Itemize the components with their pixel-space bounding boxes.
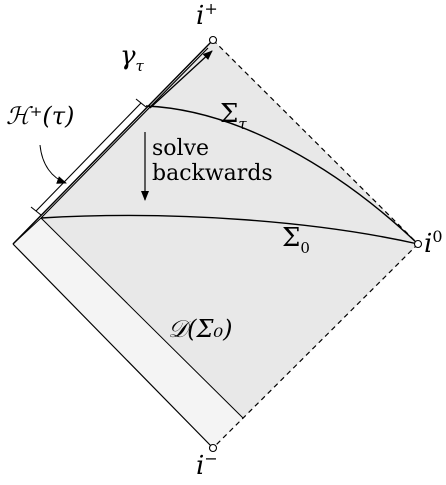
past-null-infinity: [212, 243, 419, 449]
i-zero-point: [413, 239, 423, 249]
sigma-zero-curve: [40, 214, 419, 245]
horizon-label: ℋ⁺(τ): [6, 102, 74, 130]
lower-strip-region: [13, 218, 243, 448]
sigma-tau-curve: [145, 105, 419, 245]
i-plus-point: [208, 35, 218, 45]
solve-label: solve: [152, 136, 209, 161]
i-minus-point: [208, 443, 218, 453]
event-horizon-line: [12, 39, 214, 245]
i-minus-label: i−: [196, 449, 218, 480]
gamma-tau-arrow: [149, 50, 213, 109]
domain-label: 𝒟(Σ₀): [168, 315, 232, 343]
i-zero-label: i0: [424, 227, 443, 259]
horizon-bracket-line: [35, 102, 142, 212]
future-null-infinity: [212, 39, 419, 245]
shaded-domain-region: [41, 40, 418, 448]
horizon-bracket-tick-top: [135, 98, 147, 108]
horizon-label-pointer: [39, 144, 67, 184]
horizon-bracket-tick-bottom: [30, 206, 42, 216]
gamma-tau-label: γτ: [120, 41, 145, 75]
sigma-tau-label: Στ: [220, 99, 247, 133]
strip-top-edge: [12, 217, 42, 245]
i-plus-label: i+: [196, 0, 218, 31]
backwards-label: backwards: [152, 161, 273, 186]
sigma-zero-label: Σ0: [282, 223, 310, 257]
horizon-inner-line: [40, 47, 209, 219]
strip-inner-edge: [40, 217, 244, 419]
lower-left-edge: [12, 243, 214, 449]
